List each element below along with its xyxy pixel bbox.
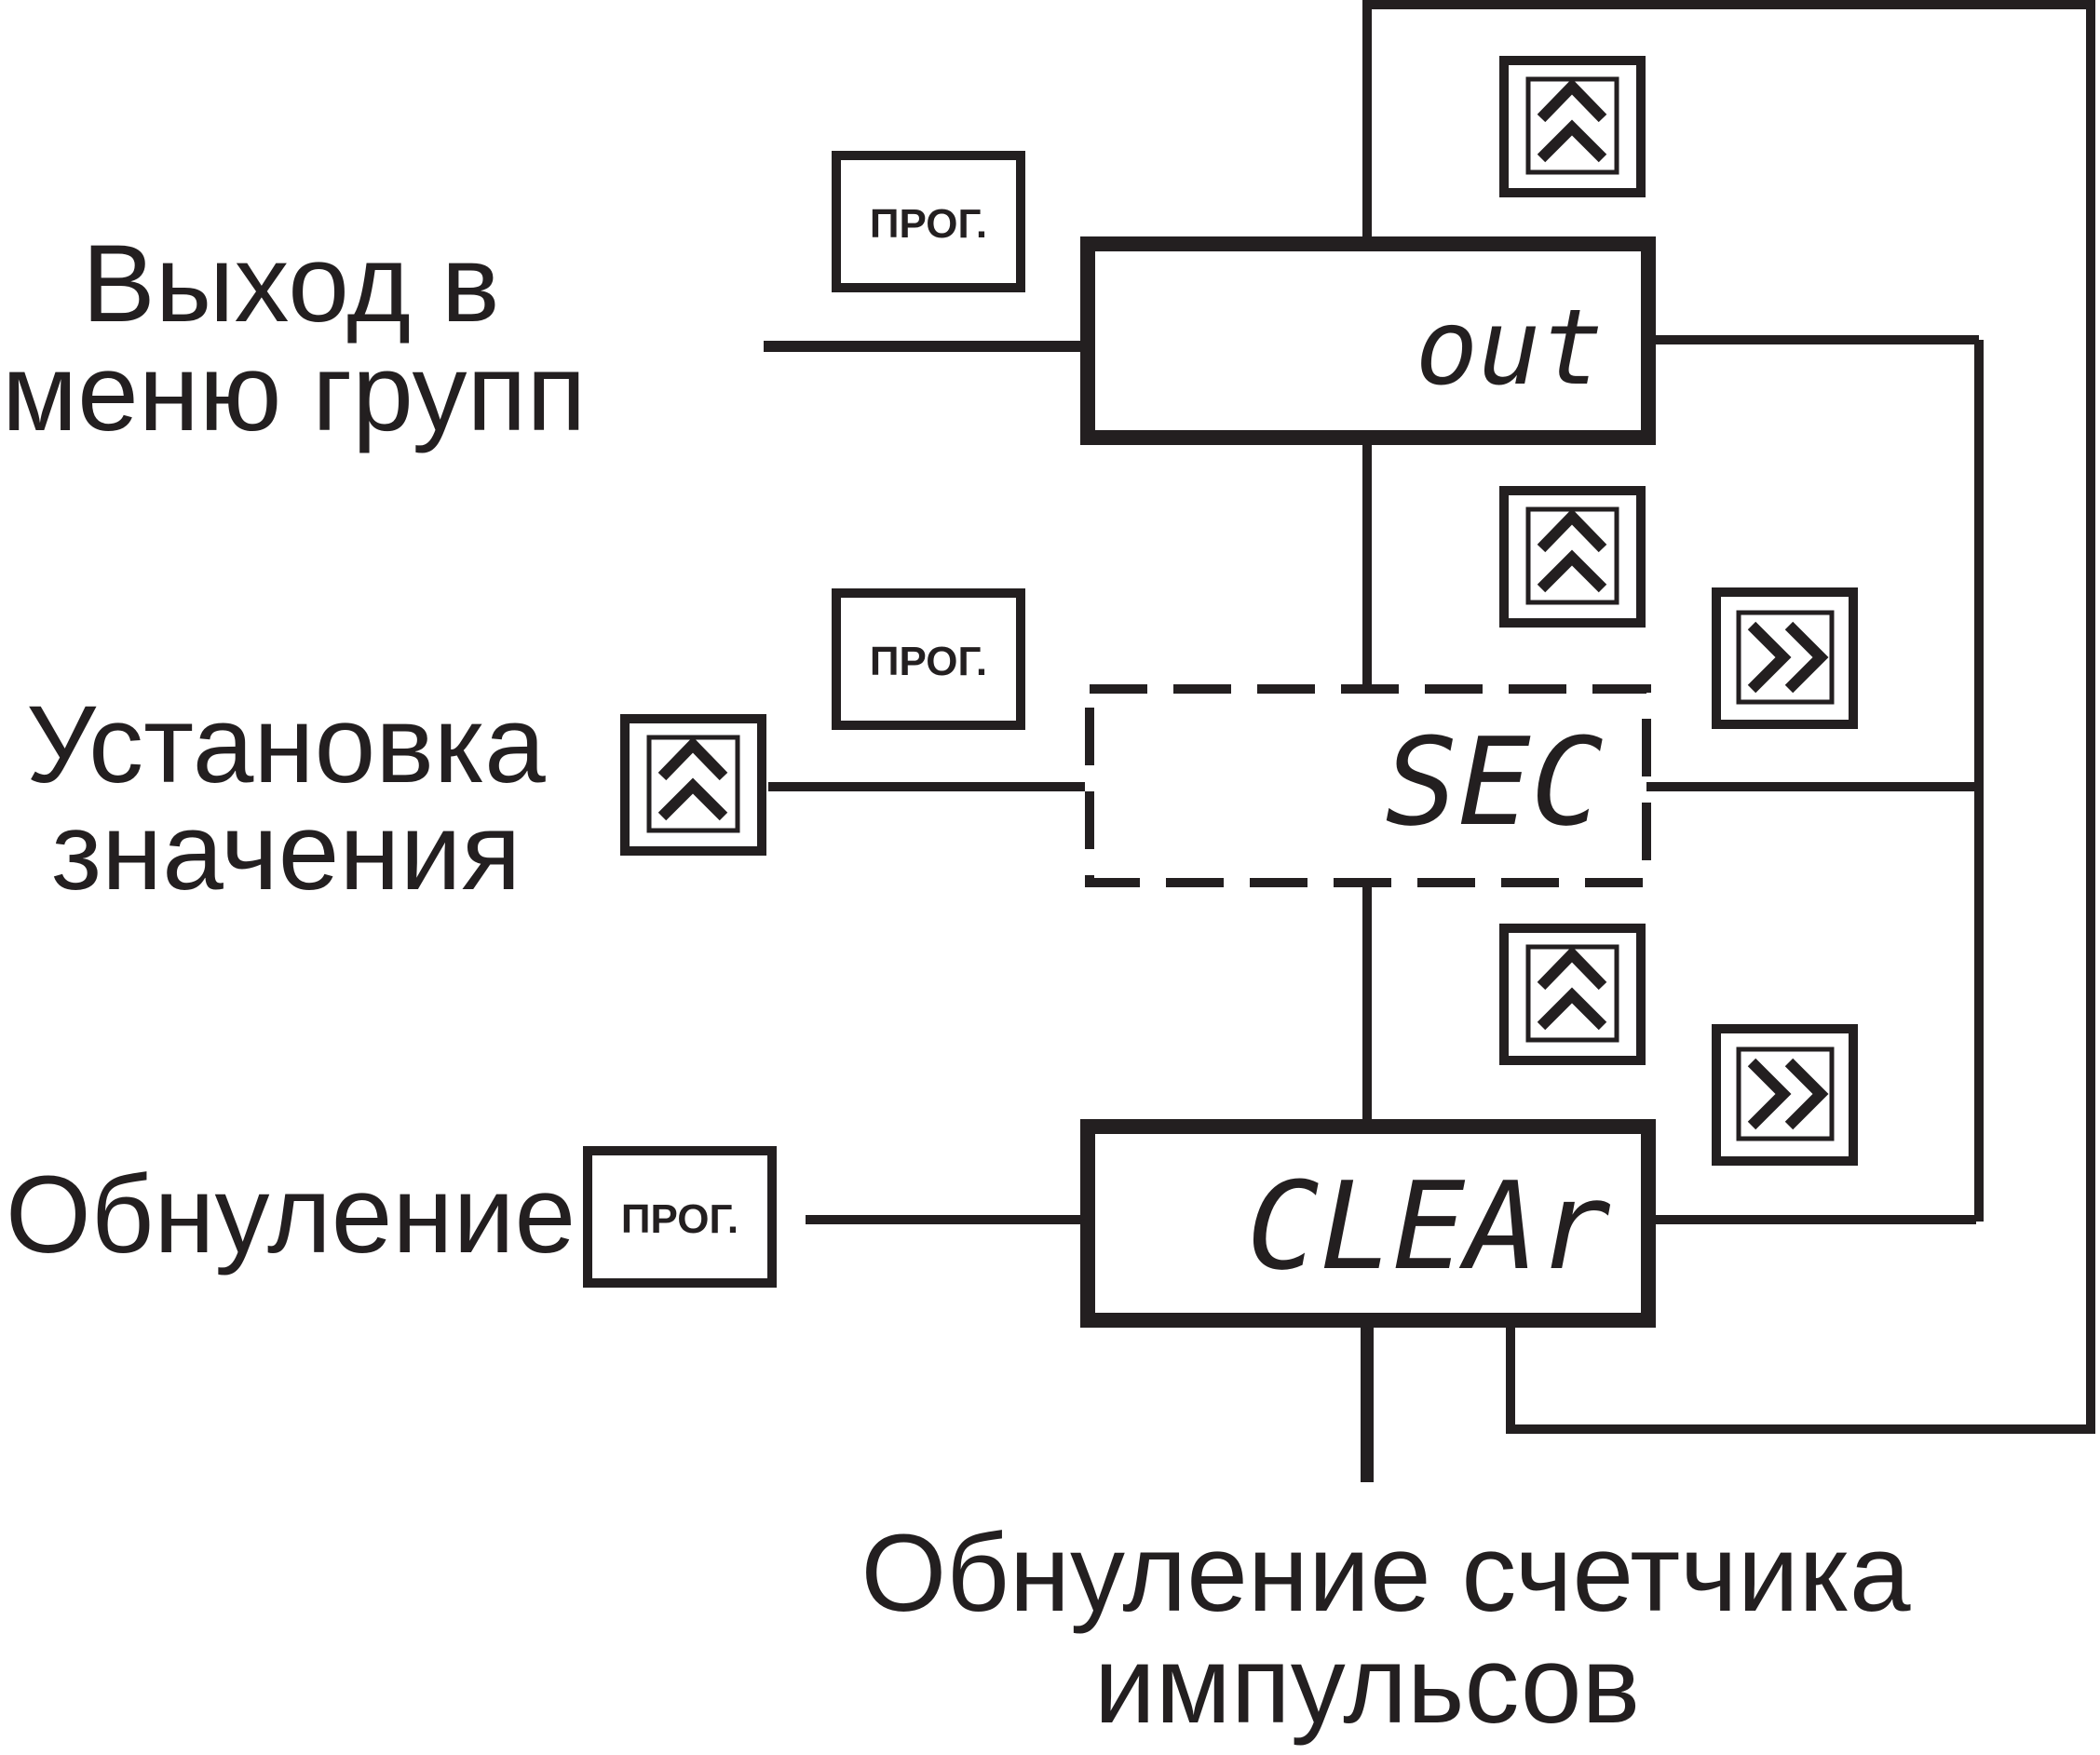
prog-button-zero: ПРОГ. bbox=[583, 1146, 777, 1288]
label-set-line1: Установка bbox=[26, 683, 546, 806]
prog-button-top-label: ПРОГ. bbox=[870, 201, 987, 247]
label-exit-line1: Выход в bbox=[82, 223, 500, 345]
display-clear-text: CLEAr bbox=[1247, 1155, 1611, 1297]
label-zero: Обнуление bbox=[6, 1154, 576, 1276]
label-counter-line1: Обнуление счетчика bbox=[860, 1512, 1910, 1635]
double-chevron-up-icon bbox=[1499, 924, 1646, 1065]
double-chevron-up-icon bbox=[1499, 486, 1646, 628]
label-set-line2: значения bbox=[51, 790, 521, 913]
double-chevron-right-icon bbox=[1712, 1024, 1858, 1166]
prog-button-middle-label: ПРОГ. bbox=[870, 639, 987, 684]
display-out-text: out bbox=[1416, 288, 1604, 409]
double-chevron-right-icon bbox=[1712, 587, 1858, 729]
double-chevron-up-icon bbox=[620, 714, 766, 856]
label-counter-line2: импульсов bbox=[1094, 1624, 1640, 1747]
label-exit-line2: меню групп bbox=[2, 331, 586, 454]
display-sec-text: SEC bbox=[1385, 711, 1604, 853]
prog-button-middle: ПРОГ. bbox=[832, 588, 1025, 730]
double-chevron-up-icon bbox=[1499, 56, 1646, 197]
prog-button-zero-label: ПРОГ. bbox=[621, 1196, 738, 1242]
loop-line bbox=[1362, 0, 2095, 1434]
prog-button-top: ПРОГ. bbox=[832, 151, 1025, 292]
